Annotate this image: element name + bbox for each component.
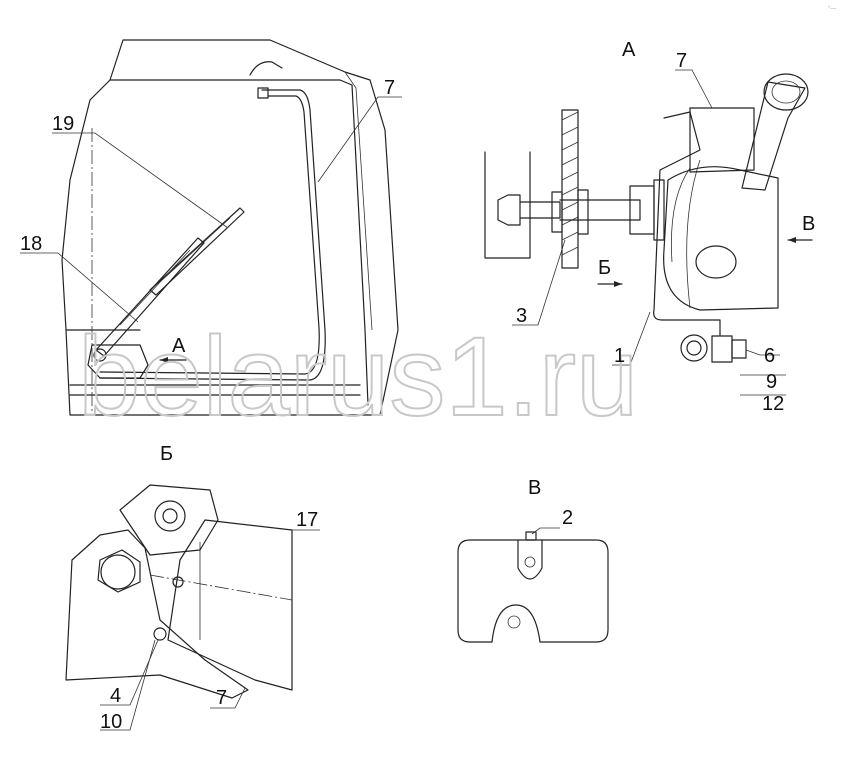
wiper-blade — [149, 207, 245, 296]
view-v-title: В — [528, 477, 541, 499]
wiper-motor — [87, 344, 149, 379]
callout-2: 2 — [562, 507, 573, 529]
callout-9: 9 — [766, 371, 777, 393]
hex-nut — [97, 549, 141, 593]
view-a-title: А — [622, 39, 636, 61]
callout-10: 10 — [100, 711, 122, 733]
callout-7-view-a: 7 — [676, 50, 687, 72]
callout-12: 12 — [762, 393, 784, 415]
callout-3: 3 — [516, 305, 527, 327]
callout-17: 17 — [296, 509, 318, 531]
bracket — [653, 111, 721, 336]
cab-view — [20, 39, 402, 416]
window-frame — [109, 79, 369, 406]
callout-6: 6 — [764, 345, 775, 367]
cab-outline — [61, 39, 399, 416]
pipe-end — [763, 73, 809, 111]
view-v-arrow-label: В — [802, 213, 815, 235]
watermark-text: belarus1.ru — [78, 314, 638, 439]
callout-7-view-b: 7 — [216, 687, 227, 709]
washer-tube — [99, 61, 326, 381]
view-b — [65, 484, 320, 731]
callout-1: 1 — [614, 345, 625, 367]
view-b-arrow-label: Б — [598, 257, 611, 279]
screw-2 — [525, 531, 537, 541]
plate — [457, 539, 609, 643]
view-a — [484, 69, 813, 396]
callout-4: 4 — [110, 685, 121, 707]
nut — [680, 334, 708, 362]
motor-mount-plate — [65, 529, 249, 699]
callout-7-cab: 7 — [384, 77, 395, 99]
view-v — [457, 527, 609, 643]
view-b-title: Б — [160, 443, 173, 465]
callout-18: 18 — [20, 233, 42, 255]
panel-section — [561, 109, 579, 269]
motor-body — [663, 166, 779, 311]
callout-19: 19 — [52, 113, 74, 135]
corner-mark: °— — [828, 6, 836, 12]
shaft-bolt — [497, 194, 641, 226]
wiper-arm — [95, 237, 205, 357]
view-a-arrow-label: А — [172, 335, 186, 357]
